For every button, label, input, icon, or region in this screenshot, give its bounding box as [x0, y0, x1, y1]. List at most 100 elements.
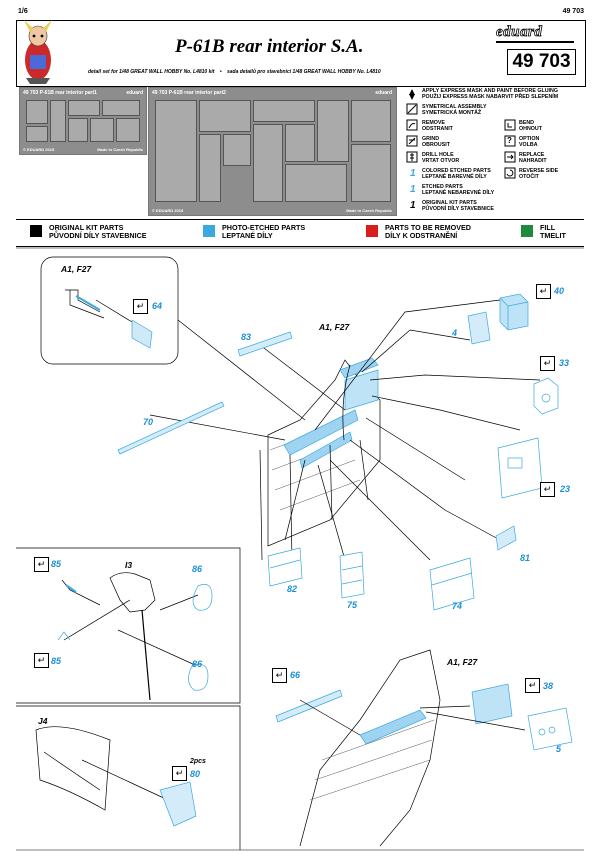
color-fill-en: FILL [540, 223, 556, 232]
color-remove-en: PARTS TO BE REMOVED [385, 223, 471, 232]
legend-sym-cz: SYMETRICKÁ MONTÁŽ [422, 110, 482, 116]
legend-reverse-en: REVERSE SIDE [519, 168, 559, 174]
color-fill-cz: TMELIT [540, 231, 566, 240]
fret-photo-part1: 49 703 P-61B rear interior part1 eduard … [19, 87, 147, 155]
legend-reverse-cz: OTOČIT [519, 174, 539, 180]
bend-icon: ↵ [540, 482, 555, 497]
legend-express-cz: POUŽIJ EXPRESS MASK NABARVIT PŘED SLEPEN… [422, 94, 559, 100]
swatch-original [30, 225, 42, 237]
part-64: 64 [152, 301, 163, 311]
legend-original-en: ORIGINAL KIT PARTS [422, 200, 477, 206]
code-box: 49 703 [507, 49, 576, 75]
legend-colored-en: COLORED ETCHED PARTS [422, 168, 491, 174]
bend-icon: ↵ [34, 653, 49, 668]
legend-original: ORIGINAL KIT PARTS PŮVODNÍ DÍLY STAVEBNI… [422, 200, 494, 212]
fret1-caption: 49 703 P-61B rear interior part1 [23, 90, 97, 96]
legend-original-cz: PŮVODNÍ DÍLY STAVEBNICE [422, 206, 494, 212]
part-75: 75 [347, 600, 358, 610]
fret-photo-part2: 49 703 P-61B rear interior part2 eduard … [148, 87, 397, 216]
subtitle-en: detail set for 1/48 GREAT WALL HOBBY No.… [88, 69, 215, 75]
part-86-top: 86 [192, 564, 203, 574]
legend-option: OPTION VOLBA [519, 136, 539, 148]
part-33: 33 [559, 358, 570, 368]
page-title: P-61B rear interior S.A. [175, 36, 364, 57]
color-legend-photo-etched: PHOTO-ETCHED PARTS LEPTANÉ DÍLY [222, 224, 305, 240]
legend-colored-cz: LEPTANÉ BAREVNÉ DÍLY [422, 174, 487, 180]
subtitle-cz: sada detailů pro stavebnici 1/48 GREAT W… [226, 69, 381, 75]
part-82: 82 [287, 584, 298, 594]
fret1-made-in: Made in Czech Republic [97, 147, 143, 152]
color-original-cz: PŮVODNÍ DÍLY STAVEBNICE [49, 231, 147, 240]
header-frame [16, 20, 586, 87]
part-85-bottom: 85 [51, 656, 62, 666]
fret2-copyright: © EDUARD 2015 [152, 208, 184, 213]
color-remove-cz: DÍLY K ODSTRANĚNÍ [385, 231, 458, 240]
swatch-remove [366, 225, 378, 237]
legend-remove: REMOVE ODSTRANIT [422, 120, 453, 132]
legend-colored-num: 1 [410, 168, 416, 179]
bend-icon: ↵ [172, 766, 187, 781]
color-legend-remove: PARTS TO BE REMOVED DÍLY K ODSTRANĚNÍ [385, 224, 471, 240]
legend-etched-en: ETCHED PARTS [422, 184, 463, 190]
legend-bend: BEND OHNOUT [519, 120, 542, 132]
bend-icon: ↵ [133, 299, 148, 314]
legend-etched-cz: LEPTANÉ NEBAREVNÉ DÍLY [422, 190, 495, 196]
i3-label: I3 [125, 560, 133, 570]
color-pe-cz: LEPTANÉ DÍLY [222, 231, 273, 240]
legend-drill: DRILL HOLE VRTAT OTVOR [422, 152, 459, 164]
legend-etched-num: 1 [410, 184, 416, 195]
part-81: 81 [520, 553, 531, 563]
part-38: 38 [543, 681, 554, 691]
fret2-made-in: Made in Czech Republic [346, 208, 392, 213]
main-label: A1, F27 [319, 322, 350, 332]
legend-bend-cz: OHNOUT [519, 126, 542, 132]
part-4: 4 [452, 328, 458, 338]
part-23: 23 [560, 484, 571, 494]
color-legend-original: ORIGINAL KIT PARTS PŮVODNÍ DÍLY STAVEBNI… [49, 224, 147, 240]
legend-grind: GRIND OBROUSIT [422, 136, 450, 148]
option-icon: ? [507, 136, 512, 145]
legend-express-en: APPLY EXPRESS MASK AND PAINT BEFORE GLUI… [422, 88, 558, 94]
code-top: 49 703 [562, 8, 584, 15]
legend-bend-en: BEND [519, 120, 535, 126]
part-74: 74 [452, 601, 463, 611]
brand-logo: eduard [496, 24, 543, 41]
bend-icon: ↵ [540, 356, 555, 371]
color-original-en: ORIGINAL KIT PARTS [49, 223, 124, 232]
bend-icon: ↵ [536, 284, 551, 299]
part-85-top: 85 [51, 559, 62, 569]
legend-grind-en: GRIND [422, 136, 440, 142]
bend-icon: ↵ [525, 678, 540, 693]
legend-replace-en: REPLACE [519, 152, 545, 158]
j4-label: J4 [38, 716, 48, 726]
legend-colored: COLORED ETCHED PARTS LEPTANÉ BAREVNÉ DÍL… [422, 168, 491, 180]
inset-label: A1, F27 [61, 264, 92, 274]
bend-icon: ↵ [272, 668, 287, 683]
part-70: 70 [143, 417, 154, 427]
legend-remove-en: REMOVE [422, 120, 445, 126]
part-66: 66 [290, 670, 301, 680]
swatch-fill [521, 225, 533, 237]
part-40: 40 [554, 286, 565, 296]
legend-remove-cz: ODSTRANIT [422, 126, 453, 132]
legend-option-en: OPTION [519, 136, 540, 142]
part-80: 80 [190, 769, 201, 779]
legend-drill-en: DRILL HOLE [422, 152, 454, 158]
legend-etched: ETCHED PARTS LEPTANÉ NEBAREVNÉ DÍLY [422, 184, 494, 196]
legend-reverse: REVERSE SIDE OTOČIT [519, 168, 558, 180]
legend-drill-cz: VRTAT OTVOR [422, 158, 460, 164]
fret2-brand: eduard [375, 90, 392, 96]
part-83: 83 [241, 332, 252, 342]
fret2-caption: 49 703 P-61B rear interior part2 [152, 90, 226, 96]
legend-grind-cz: OBROUSIT [422, 142, 450, 148]
subtitle-bullet: • [219, 69, 222, 75]
part-86-bottom: 86 [192, 659, 203, 669]
color-legend-bar [16, 219, 584, 247]
swatch-photo-etched [203, 225, 215, 237]
fret1-copyright: © EDUARD 2015 [23, 147, 55, 152]
part-5: 5 [556, 744, 562, 754]
legend-option-cz: VOLBA [519, 142, 538, 148]
page-number: 1/6 [18, 8, 28, 15]
legend-original-num: 1 [410, 200, 416, 211]
color-pe-en: PHOTO-ETCHED PARTS [222, 223, 306, 232]
